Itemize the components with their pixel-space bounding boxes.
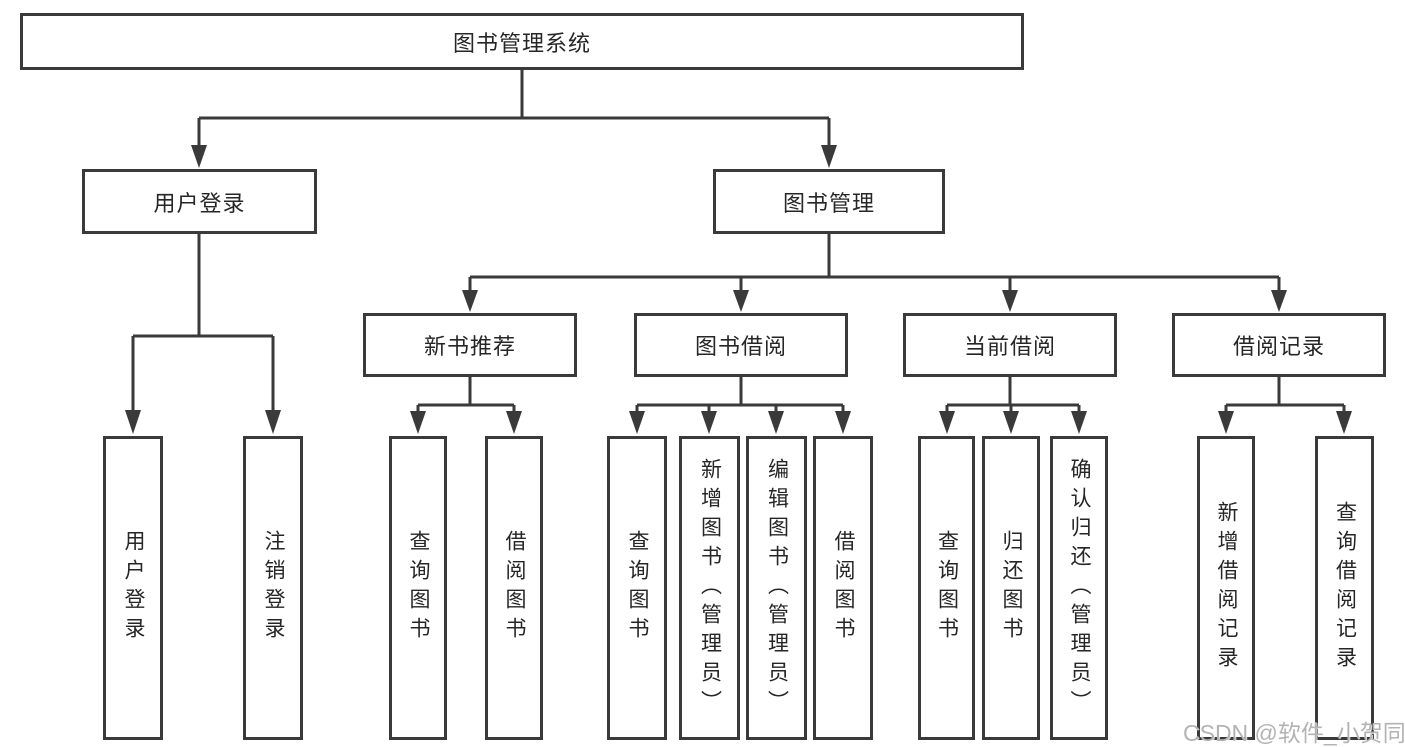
leaf-label: 新增图书（管理员） [698,457,722,719]
leaf-return-books: 归还图书 [982,436,1040,740]
leaf-confirm-return-admin: 确认归还（管理员） [1050,436,1108,740]
leaf-add-books-admin: 新增图书（管理员） [679,436,740,740]
leaf-label: 借阅图书 [503,530,526,646]
node-current-borrowing: 当前借阅 [903,313,1117,377]
csdn-watermark: CSDN @软件_小贺同学 [1183,720,1405,746]
node-borrow-records: 借阅记录 [1172,313,1386,377]
node-book-borrowing: 图书借阅 [634,313,848,377]
leaf-label: 注销登录 [262,530,285,646]
leaf-query-borrow-record: 查询借阅记录 [1315,436,1374,740]
leaf-borrow-books-recommend: 借阅图书 [485,436,543,740]
leaf-edit-books-admin: 编辑图书（管理员） [746,436,807,740]
leaf-query-books-borrowing: 查询图书 [607,436,667,740]
leaf-query-books-current: 查询图书 [918,436,975,740]
leaf-label: 用户登录 [122,530,145,646]
node-user-login: 用户登录 [82,169,317,234]
leaf-label: 查询借阅记录 [1333,501,1357,675]
leaf-label: 编辑图书（管理员） [765,457,789,719]
leaf-add-borrow-record: 新增借阅记录 [1197,436,1255,740]
leaf-logout-login: 注销登录 [243,436,303,740]
leaf-label: 归还图书 [1000,530,1023,646]
leaf-label: 查询图书 [407,530,430,646]
leaf-label: 新增借阅记录 [1215,501,1238,675]
node-book-management: 图书管理 [713,169,945,234]
leaf-label: 确认归还（管理员） [1068,457,1091,719]
leaf-borrow-books-borrowing: 借阅图书 [813,436,873,740]
arrowheads [125,145,1352,434]
leaf-label: 借阅图书 [832,530,855,646]
node-new-book-recommend: 新书推荐 [363,313,577,377]
leaf-query-books-recommend: 查询图书 [389,436,447,740]
root-node-library-system: 图书管理系统 [20,13,1024,70]
leaf-label: 查询图书 [935,530,959,646]
leaf-user-login: 用户登录 [103,436,163,740]
leaf-label: 查询图书 [626,530,649,646]
